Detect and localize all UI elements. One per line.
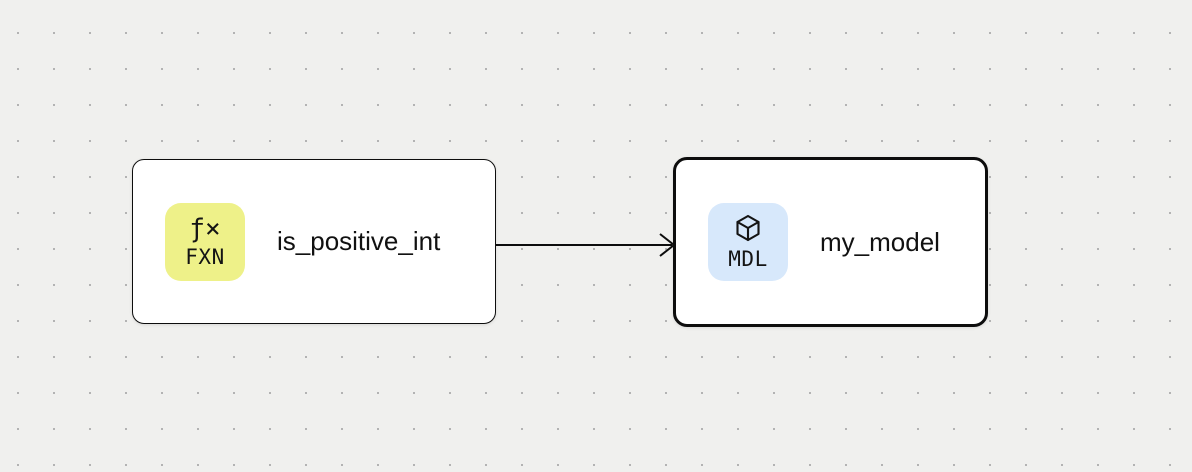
function-badge: ƒ× FXN <box>165 202 245 281</box>
node-label: is_positive_int <box>277 226 441 256</box>
function-tag-label: FXN <box>185 244 225 269</box>
model-tag-label: MDL <box>728 247 768 271</box>
model-badge: MDL <box>708 203 788 281</box>
cube-icon <box>736 214 760 242</box>
node-my-model[interactable]: MDL my_model <box>673 157 988 327</box>
edge-arrow[interactable] <box>496 229 676 261</box>
function-icon: ƒ× <box>189 213 221 244</box>
node-label: my_model <box>820 226 940 257</box>
node-is-positive-int[interactable]: ƒ× FXN is_positive_int <box>132 159 496 324</box>
